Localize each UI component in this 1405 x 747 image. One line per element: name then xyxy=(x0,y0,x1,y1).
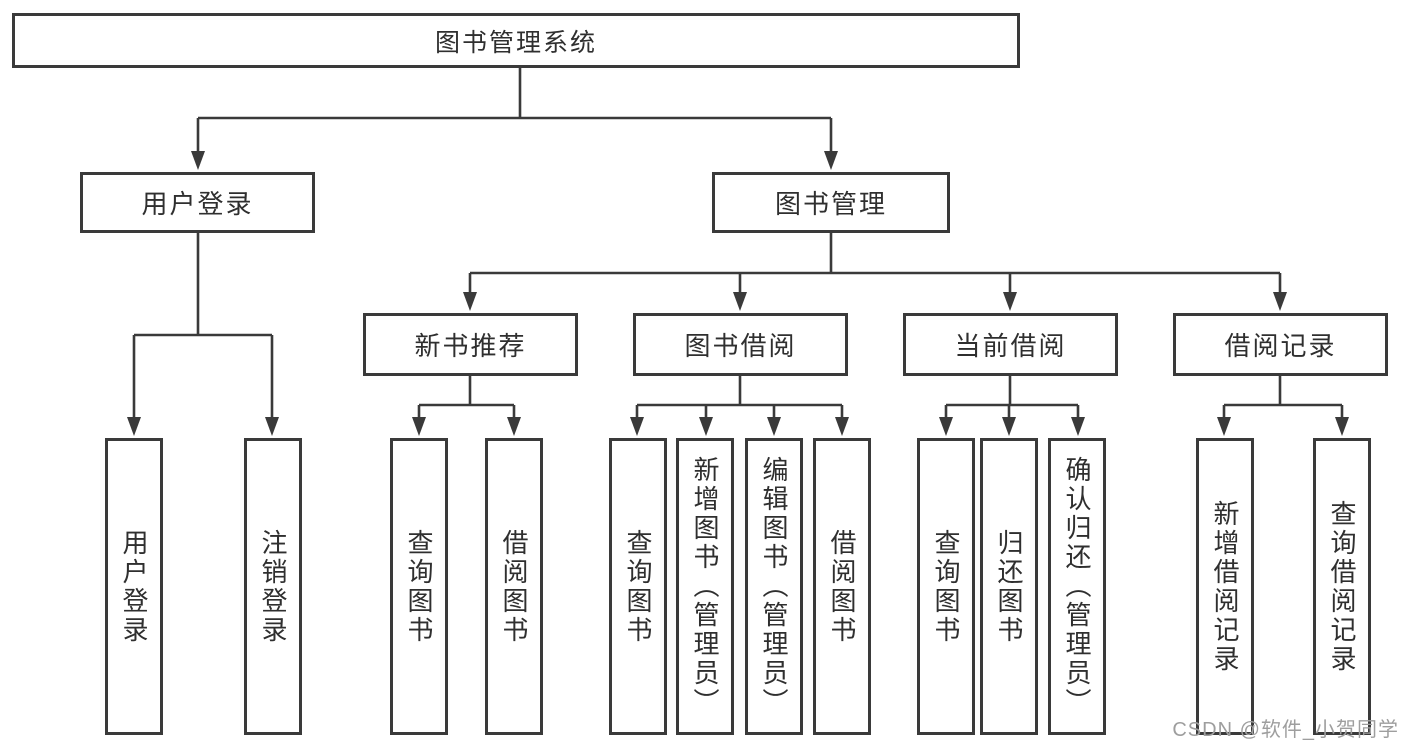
node-book-borrowing: 图书借阅 xyxy=(633,313,848,376)
leaf-confirm-return-admin: 确认归还（管理员） xyxy=(1048,438,1106,735)
csdn-watermark: CSDN @软件_小贺同学 xyxy=(1172,719,1399,741)
leaf-query-books-recommend: 查询图书 xyxy=(390,438,448,735)
leaf-query-books-current: 查询图书 xyxy=(917,438,975,735)
node-book-management: 图书管理 xyxy=(712,172,950,233)
arrowheads xyxy=(127,151,1349,436)
leaf-borrow-books-recommend: 借阅图书 xyxy=(485,438,543,735)
leaf-add-borrow-record: 新增借阅记录 xyxy=(1196,438,1254,735)
leaf-edit-books-admin: 编辑图书（管理员） xyxy=(745,438,803,735)
leaf-query-borrow-record: 查询借阅记录 xyxy=(1313,438,1371,735)
leaf-add-books-admin: 新增图书（管理员） xyxy=(676,438,734,735)
leaf-user-login: 用户登录 xyxy=(105,438,163,735)
node-new-book-recommend: 新书推荐 xyxy=(363,313,578,376)
node-borrowing-records: 借阅记录 xyxy=(1173,313,1388,376)
leaf-return-books: 归还图书 xyxy=(980,438,1038,735)
leaf-logout: 注销登录 xyxy=(244,438,302,735)
leaf-query-books-borrow: 查询图书 xyxy=(609,438,667,735)
node-current-borrowing: 当前借阅 xyxy=(903,313,1118,376)
node-user-login: 用户登录 xyxy=(80,172,315,233)
leaf-borrow-books: 借阅图书 xyxy=(813,438,871,735)
node-root-library-system: 图书管理系统 xyxy=(12,13,1020,68)
